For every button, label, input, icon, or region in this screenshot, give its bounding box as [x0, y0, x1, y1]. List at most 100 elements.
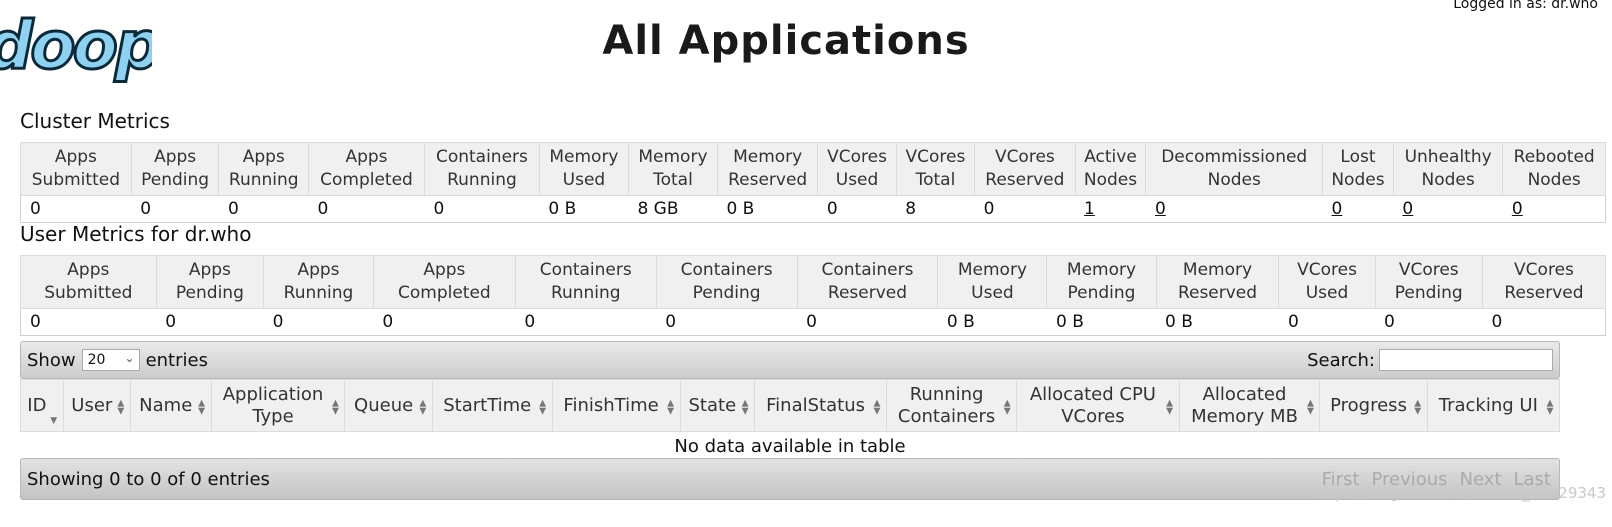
sort-icon: ▲▼ [1306, 398, 1314, 417]
page-length-select[interactable]: 20 ⌄ [81, 349, 140, 371]
metric-value: 0 [817, 195, 897, 223]
metric-header-label: Memory [1066, 260, 1137, 280]
metric-header-label: Pending [175, 283, 244, 303]
metric-header-label: Memory [733, 147, 803, 167]
column-header-label: ID [27, 394, 47, 416]
next-page-button[interactable]: Next [1459, 469, 1502, 490]
metric-value: 0 [797, 308, 938, 336]
metric-value: 0 [20, 308, 157, 336]
metric-header-label: Nodes [1421, 170, 1475, 190]
column-header[interactable]: ID▼ [20, 379, 64, 432]
hadoop-logo[interactable]: doop [0, 8, 152, 86]
column-header[interactable]: State▲▼ [679, 379, 756, 432]
metric-header-label: Apps [297, 260, 340, 280]
metric-value-link[interactable]: 0 [1331, 199, 1343, 219]
column-header-label: Memory MB [1191, 405, 1298, 427]
metric-header-label: Nodes [1331, 170, 1385, 190]
sort-icon: ▲▼ [1414, 398, 1422, 417]
metric-value: 8 GB [628, 195, 718, 223]
metric-header-label: Used [562, 170, 606, 190]
metric-value: 0 B [717, 195, 818, 223]
metric-header-label: Total [653, 170, 693, 190]
metric-header-label: Nodes [1527, 170, 1581, 190]
metric-header-label: Apps [54, 147, 97, 167]
metric-header-label: Submitted [44, 283, 133, 303]
show-label: Show [27, 349, 76, 371]
last-page-button[interactable]: Last [1513, 469, 1552, 490]
column-header-label: FinalStatus [766, 394, 865, 416]
metric-header-label: Running [447, 170, 517, 190]
metric-header-label: VCores [1398, 260, 1459, 280]
column-header[interactable]: FinishTime▲▼ [551, 379, 681, 432]
metric-header-label: Lost [1340, 147, 1376, 167]
column-header[interactable]: FinalStatus▲▼ [754, 379, 887, 432]
table-info: Showing 0 to 0 of 0 entries [27, 469, 270, 490]
cluster-metrics-title: Cluster Metrics [20, 109, 170, 133]
column-header-label: State [688, 394, 737, 416]
first-page-button[interactable]: First [1321, 469, 1360, 490]
metric-header-label: Used [971, 283, 1014, 303]
sort-icon: ▲▼ [331, 398, 339, 417]
user-metrics-title: User Metrics for dr.who [20, 222, 252, 246]
column-header-label: Allocated [1202, 383, 1287, 405]
metric-value: 0 [974, 195, 1076, 223]
empty-table-message: No data available in table [674, 436, 906, 457]
metric-value: 0 [515, 308, 657, 336]
metric-header-label: Reserved [1177, 283, 1258, 303]
metric-value-link[interactable]: 0 [1402, 199, 1414, 219]
metric-value: 0 B [1156, 308, 1279, 336]
column-header-label: Tracking UI [1438, 394, 1538, 416]
metric-header-label: VCores [994, 147, 1055, 167]
column-header-label: Name [139, 394, 193, 416]
metric-header-label: Reserved [728, 170, 808, 190]
metric-header-label: Containers [435, 147, 528, 167]
column-header[interactable]: Progress ▲▼ [1319, 379, 1428, 432]
metric-value: 0 [1145, 195, 1323, 223]
metric-value-link[interactable]: 0 [1511, 199, 1523, 219]
metric-value-link[interactable]: 0 [1154, 199, 1166, 219]
page-title: All Applications [602, 18, 970, 64]
metric-header-label: Containers [821, 260, 914, 280]
column-header[interactable]: User▲▼ [62, 379, 131, 432]
column-header[interactable]: StartTime▲▼ [431, 379, 553, 432]
column-header[interactable]: Name▲▼ [129, 379, 212, 432]
metric-value: 0 [1482, 308, 1607, 336]
metric-value: 8 [896, 195, 975, 223]
metric-value: 0 [156, 308, 264, 336]
metric-value: 0 [373, 308, 516, 336]
column-header[interactable]: Tracking UI ▲▼ [1426, 379, 1561, 432]
sort-icon: ▲▼ [1546, 398, 1554, 417]
metric-header-label: Decommissioned [1161, 147, 1308, 167]
column-header[interactable]: Queue▲▼ [344, 379, 433, 432]
column-header-label: Allocated CPU [1029, 383, 1156, 405]
metric-value: 0 B [539, 195, 629, 223]
metric-header-label: Nodes [1083, 170, 1138, 190]
sort-icon: ▲▼ [741, 398, 749, 417]
search-input[interactable] [1379, 349, 1553, 371]
metric-header-label: Apps [154, 147, 197, 167]
metric-header-label: Used [835, 170, 879, 190]
metric-value-link[interactable]: 1 [1084, 199, 1095, 219]
chevron-down-icon: ⌄ [124, 351, 135, 365]
entries-label: entries [145, 349, 208, 371]
metric-header-label: Used [1305, 283, 1349, 303]
metric-value: 0 [424, 195, 540, 223]
table-footer-bar: Showing 0 to 0 of 0 entries First Previo… [20, 458, 1560, 500]
metric-header-label: VCores [1297, 260, 1357, 280]
column-header-label: Progress [1330, 394, 1407, 416]
metric-header-label: Apps [67, 260, 110, 280]
previous-page-button[interactable]: Previous [1371, 469, 1448, 490]
